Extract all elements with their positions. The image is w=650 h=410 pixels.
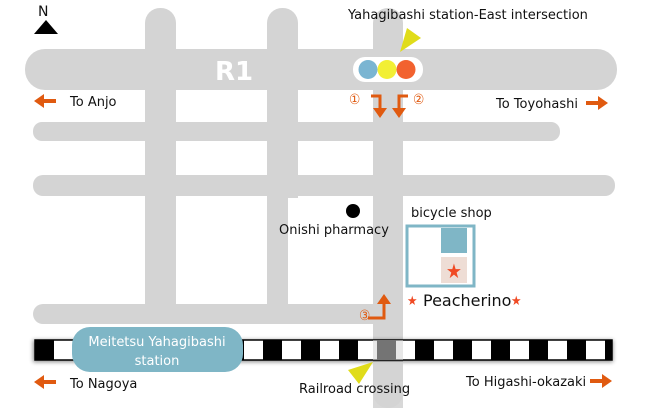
road-r1-label: R1: [215, 57, 253, 87]
bicycle-shop-building: [441, 228, 467, 253]
traffic-signal-icon: [353, 57, 423, 82]
star-icon: ★: [407, 294, 418, 309]
north-indicator: N: [34, 4, 58, 34]
station-label-line1: Meitetsu Yahagibashi: [88, 335, 225, 350]
route-marker-1: ①: [349, 92, 360, 108]
intersection-label: Yahagibashi station-East intersection: [347, 8, 588, 23]
route-arrows: [368, 94, 408, 320]
pharmacy-marker-icon: [346, 204, 360, 218]
star-icon: ★: [511, 294, 522, 309]
road-horizontal-1: [33, 122, 560, 141]
direction-arrows: [34, 94, 612, 389]
route-1-arrow-icon: [371, 94, 382, 110]
direction-higashi-okazaki: To Higashi-okazaki: [465, 375, 586, 390]
route-marker-2: ②: [413, 92, 424, 108]
store-star-icon: ★: [446, 259, 462, 283]
arrow-left-anjo-icon: [34, 94, 56, 108]
direction-anjo: To Anjo: [69, 95, 117, 110]
route-marker-3: ③: [359, 308, 370, 324]
north-arrow-icon: [34, 20, 58, 34]
railroad-crossing: [373, 340, 403, 360]
direction-nagoya: To Nagoya: [69, 377, 137, 392]
north-label: N: [38, 4, 48, 20]
route-3-arrow-icon: [368, 302, 386, 320]
roads: [25, 8, 617, 408]
arrow-right-toyohashi-icon: [586, 96, 608, 110]
crossing-pointer-icon: [348, 362, 373, 384]
road-crossing-segment: [373, 362, 403, 408]
road-r1: [25, 49, 617, 90]
road-horizontal-2: [33, 175, 615, 196]
bicycle-shop-label: bicycle shop: [411, 206, 492, 221]
route-2-arrow-icon: [397, 94, 408, 110]
store-building: [441, 257, 467, 283]
intersection-pointer-icon: [400, 28, 421, 52]
arrow-left-nagoya-icon: [34, 375, 56, 389]
station-label-line2: station: [135, 354, 180, 369]
arrow-right-higashi-okazaki-icon: [590, 374, 612, 388]
store-label: Peacherino: [423, 291, 511, 310]
direction-toyohashi: To Toyohashi: [495, 97, 578, 112]
pharmacy-label: Onishi pharmacy: [279, 223, 389, 238]
pharmacy-block: [288, 198, 373, 304]
crossing-label: Railroad crossing: [299, 382, 410, 397]
road-horizontal-3: [33, 304, 403, 324]
station-badge: Meitetsu Yahagibashi station: [72, 327, 243, 372]
